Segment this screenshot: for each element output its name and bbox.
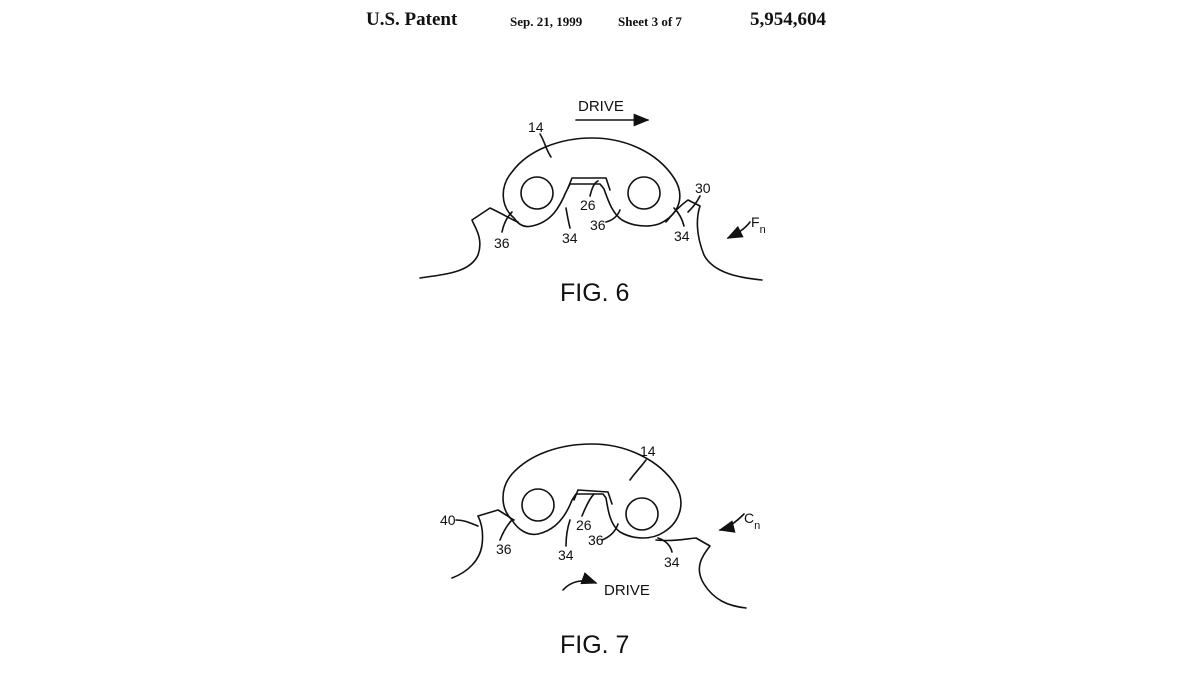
fig6-force-label: Fn	[751, 214, 766, 236]
fig7-tooth-insert	[573, 489, 613, 505]
patent-sheet: Sheet 3 of 7	[618, 14, 682, 29]
fig6-leader-36a	[501, 211, 513, 233]
fig7-pin-hole-left	[521, 488, 555, 522]
fig7-ref-26: 26	[576, 517, 592, 533]
fig7-diagram: DRIVE 14 40 26 36 34 36 34 Cn FIG. 7	[440, 443, 760, 659]
fig7-drive-arrow	[562, 572, 598, 591]
patent-date: Sep. 21, 1999	[510, 14, 583, 29]
fig7-leader-14	[629, 459, 647, 481]
fig7-ref-40: 40	[440, 512, 456, 528]
fig7-drive-label: DRIVE	[604, 582, 650, 599]
fig6-diagram: DRIVE 14 30 26 36 34 36 34 Fn FIG. 6	[419, 98, 766, 307]
fig7-sprocket-right	[655, 537, 747, 609]
fig6-pin-hole-right	[627, 176, 661, 210]
fig6-leader-36b	[605, 209, 621, 223]
fig6-sprocket-left	[419, 207, 519, 279]
fig6-link-plate	[502, 137, 681, 228]
fig6-drive-label: DRIVE	[578, 98, 624, 115]
fig7-ref-34a: 34	[558, 547, 574, 563]
fig7-force-label: Cn	[744, 510, 760, 532]
fig7-force-arrow	[718, 513, 745, 533]
fig7-caption: FIG. 7	[560, 631, 629, 659]
fig7-leader-34a	[565, 519, 571, 547]
fig7-ref-36a: 36	[496, 541, 512, 557]
fig6-force-arrow	[726, 221, 751, 239]
fig7-link-plate	[502, 443, 682, 539]
fig6-tooth-insert	[567, 177, 611, 191]
fig6-ref-30: 30	[695, 180, 711, 196]
fig7-ref-34b: 34	[664, 554, 680, 570]
fig6-pin-hole-left	[520, 176, 554, 210]
fig6-ref-34a: 34	[562, 230, 578, 246]
fig6-ref-34b: 34	[674, 228, 690, 244]
fig6-leader-14	[539, 133, 552, 158]
fig6-caption: FIG. 6	[560, 279, 629, 307]
fig7-leader-36a	[499, 519, 513, 541]
patent-label: U.S. Patent	[366, 9, 458, 30]
fig6-leader-34a	[565, 207, 571, 229]
fig6-leader-30	[687, 195, 701, 213]
fig6-leader-26	[589, 180, 599, 197]
fig7-leader-36b	[601, 523, 619, 541]
fig6-leader-34b	[673, 207, 685, 227]
fig7-pin-hole-right	[625, 497, 659, 531]
patent-number: 5,954,604	[750, 9, 826, 30]
fig6-ref-26: 26	[580, 197, 596, 213]
fig6-ref-36a: 36	[494, 235, 510, 251]
fig7-ref-36b: 36	[588, 532, 604, 548]
fig6-ref-14: 14	[528, 119, 544, 135]
fig7-leader-40	[455, 519, 479, 527]
fig7-leader-34b	[657, 537, 673, 553]
fig7-sprocket-left	[451, 509, 515, 579]
fig6-ref-36b: 36	[590, 217, 606, 233]
fig7-ref-14: 14	[640, 443, 656, 459]
fig7-leader-26	[581, 493, 595, 517]
